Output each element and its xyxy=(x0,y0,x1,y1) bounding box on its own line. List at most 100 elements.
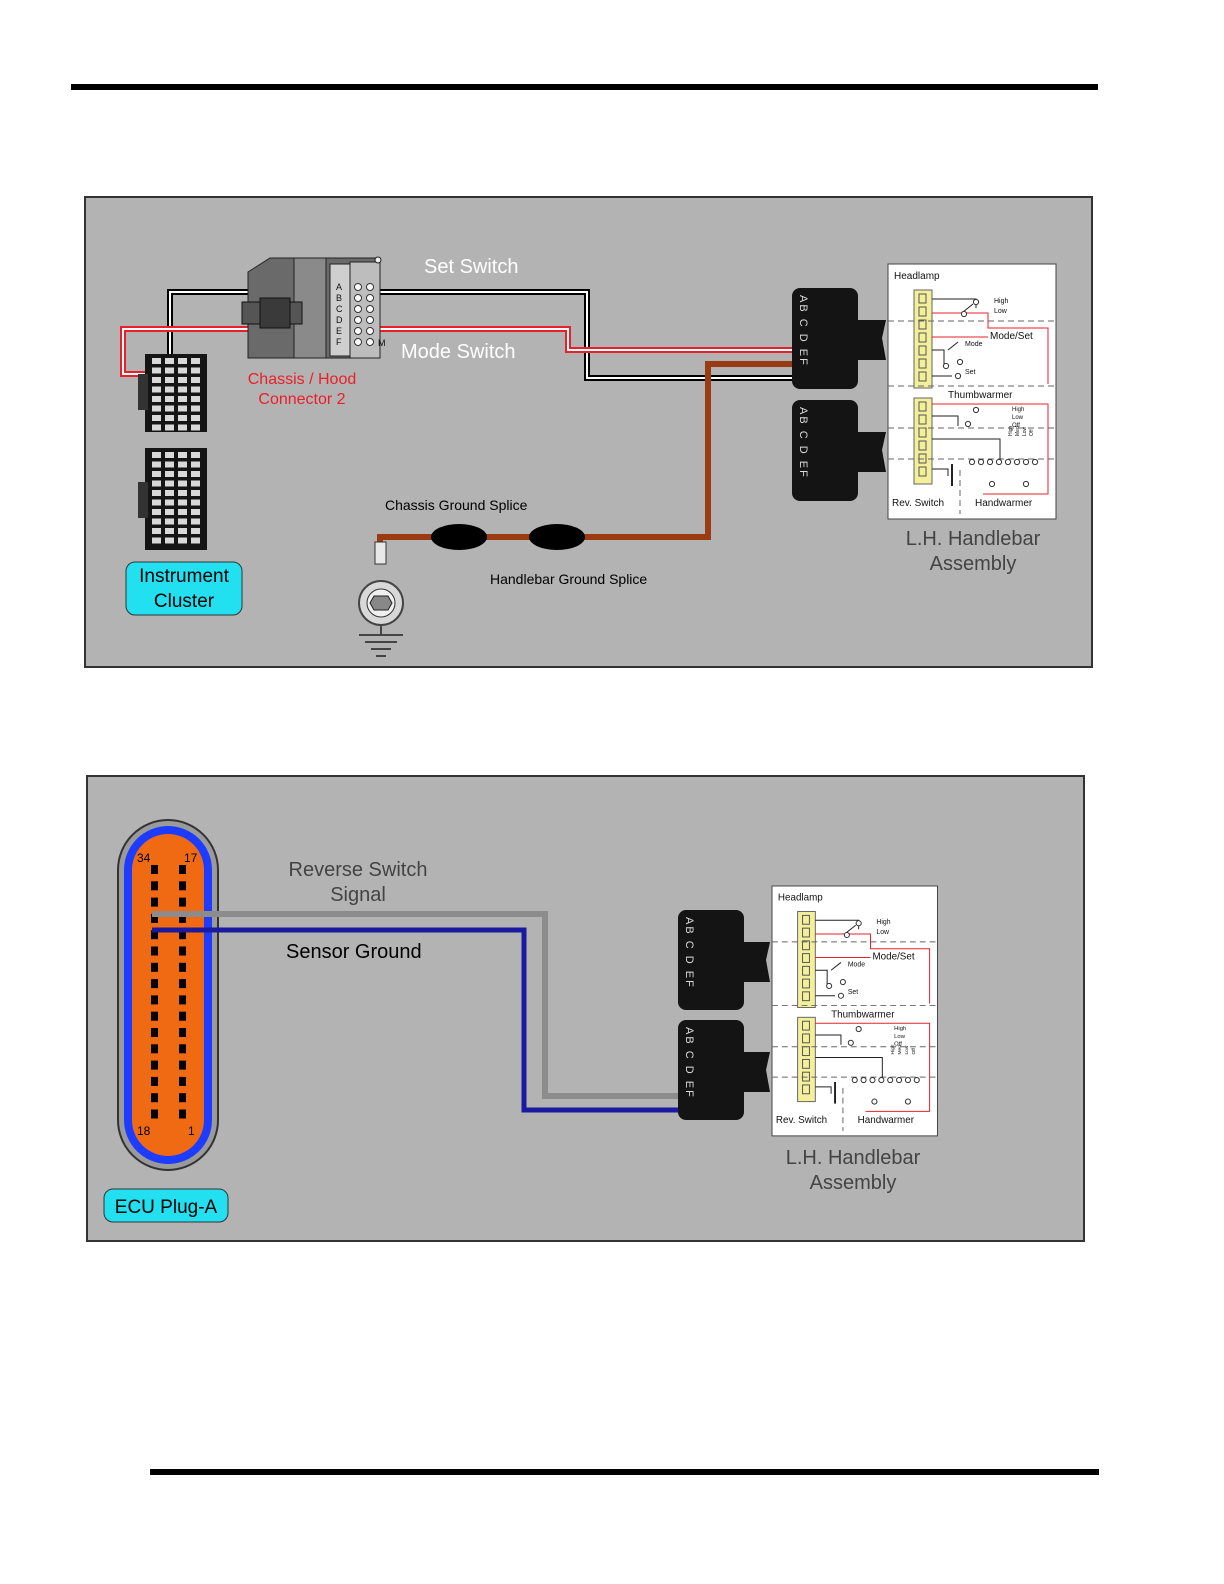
tw-low-label: Low xyxy=(894,1034,906,1040)
connector-pin-hole xyxy=(366,283,374,291)
cluster-pin xyxy=(165,528,174,534)
handwarmer-level-label: Low xyxy=(904,1045,910,1054)
cluster-pin xyxy=(178,499,187,506)
handlebar-ground-splice-label: Handlebar Ground Splice xyxy=(490,571,647,587)
cluster-pin xyxy=(191,518,200,525)
ecu-plug-a xyxy=(117,819,219,1171)
cluster-pin xyxy=(191,452,200,458)
connector-pin-hole xyxy=(366,327,374,335)
ground-terminal-icon xyxy=(358,541,404,657)
high-label: High xyxy=(994,298,1009,305)
plug-pin-labels: AB C D EF xyxy=(797,295,809,367)
cluster-pin xyxy=(165,518,174,525)
set-label: Set xyxy=(965,369,976,376)
cluster-pin xyxy=(178,471,187,477)
connector-pin-hole xyxy=(354,283,362,291)
connector-pin-letter: F xyxy=(336,337,342,347)
ecu-plug-label: ECU Plug-A xyxy=(115,1197,218,1218)
handwarmer-level-label: Med xyxy=(897,1045,903,1055)
cluster-pin xyxy=(178,424,187,431)
chassis-connector-label-line1: Chassis / Hood xyxy=(248,371,357,388)
cluster-pin xyxy=(165,471,174,477)
ecu-pin xyxy=(151,979,158,989)
ecu-pin xyxy=(179,1109,186,1119)
cluster-pin xyxy=(152,509,161,515)
reverse-switch-label-line2: Signal xyxy=(330,884,386,906)
cluster-pin xyxy=(191,509,200,515)
ecu-pin xyxy=(179,995,186,1005)
cluster-pin xyxy=(152,480,161,487)
cluster-pin xyxy=(165,452,174,458)
cluster-pin xyxy=(178,518,187,525)
ecu-pin xyxy=(179,1060,186,1070)
cluster-pin xyxy=(178,358,187,364)
cluster-pin xyxy=(178,396,187,402)
tw-low-label: Low xyxy=(1012,415,1024,421)
cluster-pin xyxy=(165,377,174,383)
handlebar-plug-upper: AB C D EF xyxy=(678,910,770,1010)
ecu-pin-1: 1 xyxy=(188,1124,195,1138)
connector-pin-hole xyxy=(366,294,374,302)
cluster-pin xyxy=(165,396,174,402)
connector-pin-hole xyxy=(366,305,374,313)
cluster-pin xyxy=(165,386,174,393)
cluster-pin xyxy=(178,528,187,534)
assembly-label-line2: Assembly xyxy=(930,553,1017,575)
cluster-pin xyxy=(191,415,200,421)
ecu-pin-17: 17 xyxy=(184,851,198,865)
ecu-pin xyxy=(151,930,158,940)
ecu-pin xyxy=(151,1028,158,1037)
ecu-pin xyxy=(151,995,158,1005)
headlamp-label: Headlamp xyxy=(778,893,823,904)
ecu-pin xyxy=(151,946,158,956)
cluster-pin xyxy=(165,480,174,487)
tw-high-label: High xyxy=(894,1026,906,1032)
cluster-pin xyxy=(152,537,161,544)
ecu-pin xyxy=(151,881,158,891)
cluster-pin xyxy=(191,358,200,364)
ecu-pin xyxy=(151,1093,158,1103)
ecu-pin xyxy=(179,946,186,956)
ecu-pin xyxy=(151,1076,158,1086)
ecu-pin xyxy=(179,913,186,923)
cluster-pin xyxy=(152,471,161,477)
connector-pin-hole xyxy=(354,294,362,302)
handlebar-plug-upper: AB C D EF xyxy=(792,288,886,389)
connector-pin-m: M xyxy=(378,338,386,348)
handwarmer-level-label: Med xyxy=(1015,426,1021,436)
cluster-pin xyxy=(152,499,161,506)
handlebar-ground-splice xyxy=(529,524,585,550)
cluster-pin xyxy=(152,377,161,383)
cluster-pin xyxy=(191,499,200,506)
cluster-pin xyxy=(191,424,200,431)
chassis-hood-connector xyxy=(241,256,382,359)
connector-pin-letter: D xyxy=(336,315,343,325)
ecu-plug-badge: ECU Plug-A xyxy=(103,1188,229,1223)
high-label: High xyxy=(876,919,890,926)
ecu-pin xyxy=(151,962,158,972)
cluster-pin xyxy=(152,490,161,496)
ecu-pin xyxy=(151,897,158,907)
handwarmer-level-label: Off xyxy=(911,1047,917,1054)
headlamp-label: Headlamp xyxy=(894,271,940,282)
cluster-pin xyxy=(152,461,161,468)
thumbwarmer-label: Thumbwarmer xyxy=(948,390,1013,401)
cluster-pin xyxy=(165,415,174,421)
ecu-pin xyxy=(179,930,186,940)
mode-set-label: Mode/Set xyxy=(872,952,914,963)
mode-label: Mode xyxy=(848,961,865,968)
cluster-pin xyxy=(152,396,161,402)
handlebar-switch-schematic: Headlamp High Low Mode/Set Mode Set Thum… xyxy=(887,263,1057,520)
assembly-label-line1: L.H. Handlebar xyxy=(906,528,1041,550)
handlebar-switch-schematic: Headlamp High Low Mode/Set Mode Set Thum… xyxy=(771,885,938,1137)
cluster-pin xyxy=(165,367,174,374)
connector-pin-letter: B xyxy=(336,293,342,303)
ecu-pin xyxy=(179,1011,186,1021)
ecu-pin xyxy=(151,865,158,874)
connector-pin-hole xyxy=(354,338,362,346)
rev-switch-label: Rev. Switch xyxy=(892,498,944,509)
thumbwarmer-label: Thumbwarmer xyxy=(831,1009,895,1020)
cluster-pin xyxy=(178,509,187,515)
